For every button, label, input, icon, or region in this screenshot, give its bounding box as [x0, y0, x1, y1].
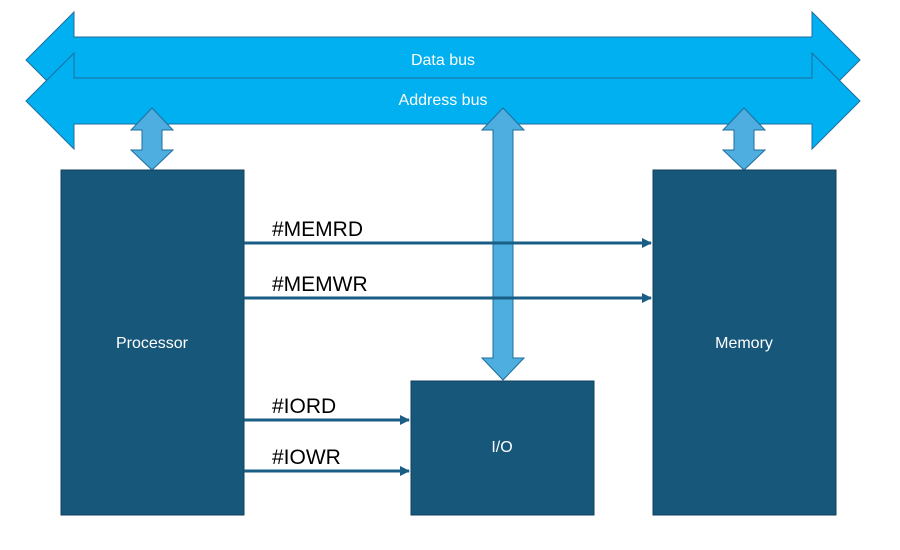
- io-label: I/O: [491, 439, 512, 456]
- memrd-label: #MEMRD: [272, 218, 363, 241]
- processor-label: Processor: [116, 335, 189, 352]
- memwr-signal: #MEMWR: [244, 273, 652, 303]
- iord-signal: #IORD: [244, 395, 410, 425]
- data-bus-label: Data bus: [411, 52, 475, 69]
- address-bus: Address bus: [25, 51, 861, 151]
- iowr-label: #IOWR: [272, 446, 341, 469]
- processor-box: [60, 169, 245, 516]
- iord-label: #IORD: [272, 395, 336, 418]
- io-block: I/O: [410, 380, 595, 516]
- memory-block: Memory: [652, 169, 837, 516]
- address-bus-label: Address bus: [399, 92, 488, 109]
- memory-label: Memory: [715, 335, 773, 352]
- memrd-signal: #MEMRD: [244, 218, 652, 248]
- iowr-signal: #IOWR: [244, 446, 410, 476]
- memwr-label: #MEMWR: [272, 273, 368, 296]
- address-bus-arrow: [25, 51, 861, 151]
- memory-box: [652, 169, 837, 516]
- io-box: [410, 380, 595, 516]
- processor-block: Processor: [60, 169, 245, 516]
